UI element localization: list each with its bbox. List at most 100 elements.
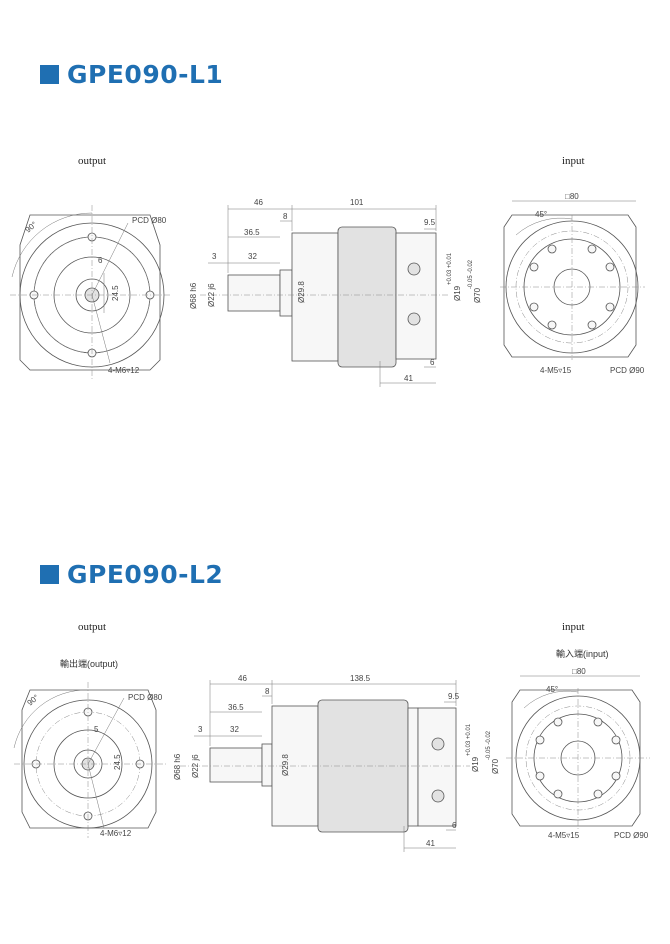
input-hole-4 [611,735,621,745]
dim-68: Ø68 h6 [189,282,198,309]
dim-6: 6 [452,821,457,830]
dim-8: 8 [283,212,288,221]
dim-70-tol: -0.05 -0.02 [468,259,474,289]
side-view: 46 101 8 36.5 9.5 3 32 Ø68 h6 Ø22 j6 Ø29… [189,198,482,387]
dim-6: 6 [430,358,435,367]
shaft-collar [279,269,293,317]
section-title-l2: GPE090-L2 [40,560,223,589]
input-label: input [562,155,585,167]
dim-32: 32 [230,725,239,734]
dim-70: Ø70 [491,758,500,774]
dim-19: Ø19 [471,756,480,772]
output-label: output [78,155,107,167]
input-hole-3 [529,262,539,272]
input-angle-label: 45° [535,210,547,219]
dim-41: 41 [404,374,413,383]
dim-9-5: 9.5 [448,692,460,701]
dim-3: 3 [198,725,203,734]
input-hole-4 [605,262,615,272]
output-pcd-label: PCD Ø80 [128,693,163,702]
output-flange-view: 90° PCD Ø80 5 24.5 4-M6▿12 [13,682,166,838]
input-flange-outline [503,214,637,358]
dim-46: 46 [238,674,247,683]
dim-3: 3 [212,252,217,261]
dim-32: 32 [248,252,257,261]
output-dim-small: 5 [94,725,99,734]
dim-29-8: Ø29.8 [297,281,306,303]
page-title: GPE090-L2 [67,560,224,589]
adapter-bolt-bottom [431,789,445,803]
title-square-icon [40,565,59,584]
input-adapter [417,707,457,827]
input-flange-outline [511,689,641,827]
input-holes-label: 4-M5▿15 [548,831,580,840]
input-hole-6 [611,771,621,781]
output-shaft [209,747,263,783]
input-hole-3 [535,735,545,745]
dim-19-tol: +0.03 +0.01 [447,252,453,285]
output-label: output [78,621,107,633]
output-flange-view: 90° PCD Ø80 6 24.5 4-M6▿12 [10,205,172,380]
input-hole-7 [547,320,557,330]
output-dim-height: 24.5 [111,285,120,301]
input-square-label: □80 [565,192,579,201]
output-sublabel: 輸出端(output) [60,659,119,669]
output-dim-height: 24.5 [113,754,122,770]
dim-22: Ø22 j6 [207,283,216,307]
input-square-label: □80 [572,668,586,676]
input-pcd-label: PCD Ø90 [614,831,649,840]
drawing-l1: 90° PCD Ø80 6 24.5 4-M6▿12 46 101 8 36.5… [10,192,645,387]
dim-68: Ø68 h6 [173,753,182,780]
gear-housing [337,226,397,368]
input-hole-1 [553,717,563,727]
dim-19: Ø19 [453,285,462,301]
adapter-bolt-bottom [407,312,421,326]
dim-70-tol: -0.05 -0.02 [486,730,492,760]
housing-ring [407,707,419,827]
input-hole-5 [529,302,539,312]
input-label: input [562,621,585,633]
input-angle-label: 45° [546,685,558,694]
input-hole-1 [547,244,557,254]
dim-22: Ø22 j6 [191,754,200,778]
dim-29-8: Ø29.8 [281,754,290,776]
title-square-icon [40,65,59,84]
dim-138-5: 138.5 [350,674,371,683]
side-view: 46 138.5 8 36.5 9.5 3 32 Ø68 h6 Ø22 j6 Ø… [173,674,500,852]
input-pcd-label: PCD Ø90 [610,366,645,375]
output-flange-outline [19,214,161,371]
input-pcd-dash [515,230,629,344]
input-adapter [395,232,437,360]
input-hole-2 [593,717,603,727]
dim-36-5: 36.5 [228,703,244,712]
output-angle-label: 90° [24,220,39,235]
dim-8: 8 [265,687,270,696]
output-dim-small: 6 [98,256,103,265]
input-hole-5 [535,771,545,781]
dim-19-tol: +0.03 +0.01 [466,723,472,756]
output-holes-label: 4-M6▿12 [108,366,140,375]
section-title-l1: GPE090-L1 [40,60,223,89]
input-hole-8 [587,320,597,330]
shaft-collar [261,743,273,787]
input-hole-7 [553,789,563,799]
adapter-bolt-top [407,262,421,276]
dim-46: 46 [254,198,263,207]
input-hole-8 [593,789,603,799]
output-holes-label: 4-M6▿12 [100,829,132,838]
input-flange-view: □80 45° 4-M5▿15 PCD Ø90 [506,668,650,840]
dim-36-5: 36.5 [244,228,260,237]
adapter-bolt-top [431,737,445,751]
page-title: GPE090-L1 [67,60,224,89]
input-hole-6 [605,302,615,312]
dim-41: 41 [426,839,435,848]
output-flange-outline [21,689,157,829]
output-shaft [227,274,281,312]
output-pcd-label: PCD Ø80 [132,216,167,225]
input-hole-2 [587,244,597,254]
dim-70: Ø70 [473,287,482,303]
input-holes-label: 4-M5▿15 [540,366,572,375]
dim-9-5: 9.5 [424,218,436,227]
input-sublabel: 輸入端(input) [556,649,609,659]
drawing-l2: 90° PCD Ø80 5 24.5 4-M6▿12 46 138.5 8 36… [13,668,650,852]
